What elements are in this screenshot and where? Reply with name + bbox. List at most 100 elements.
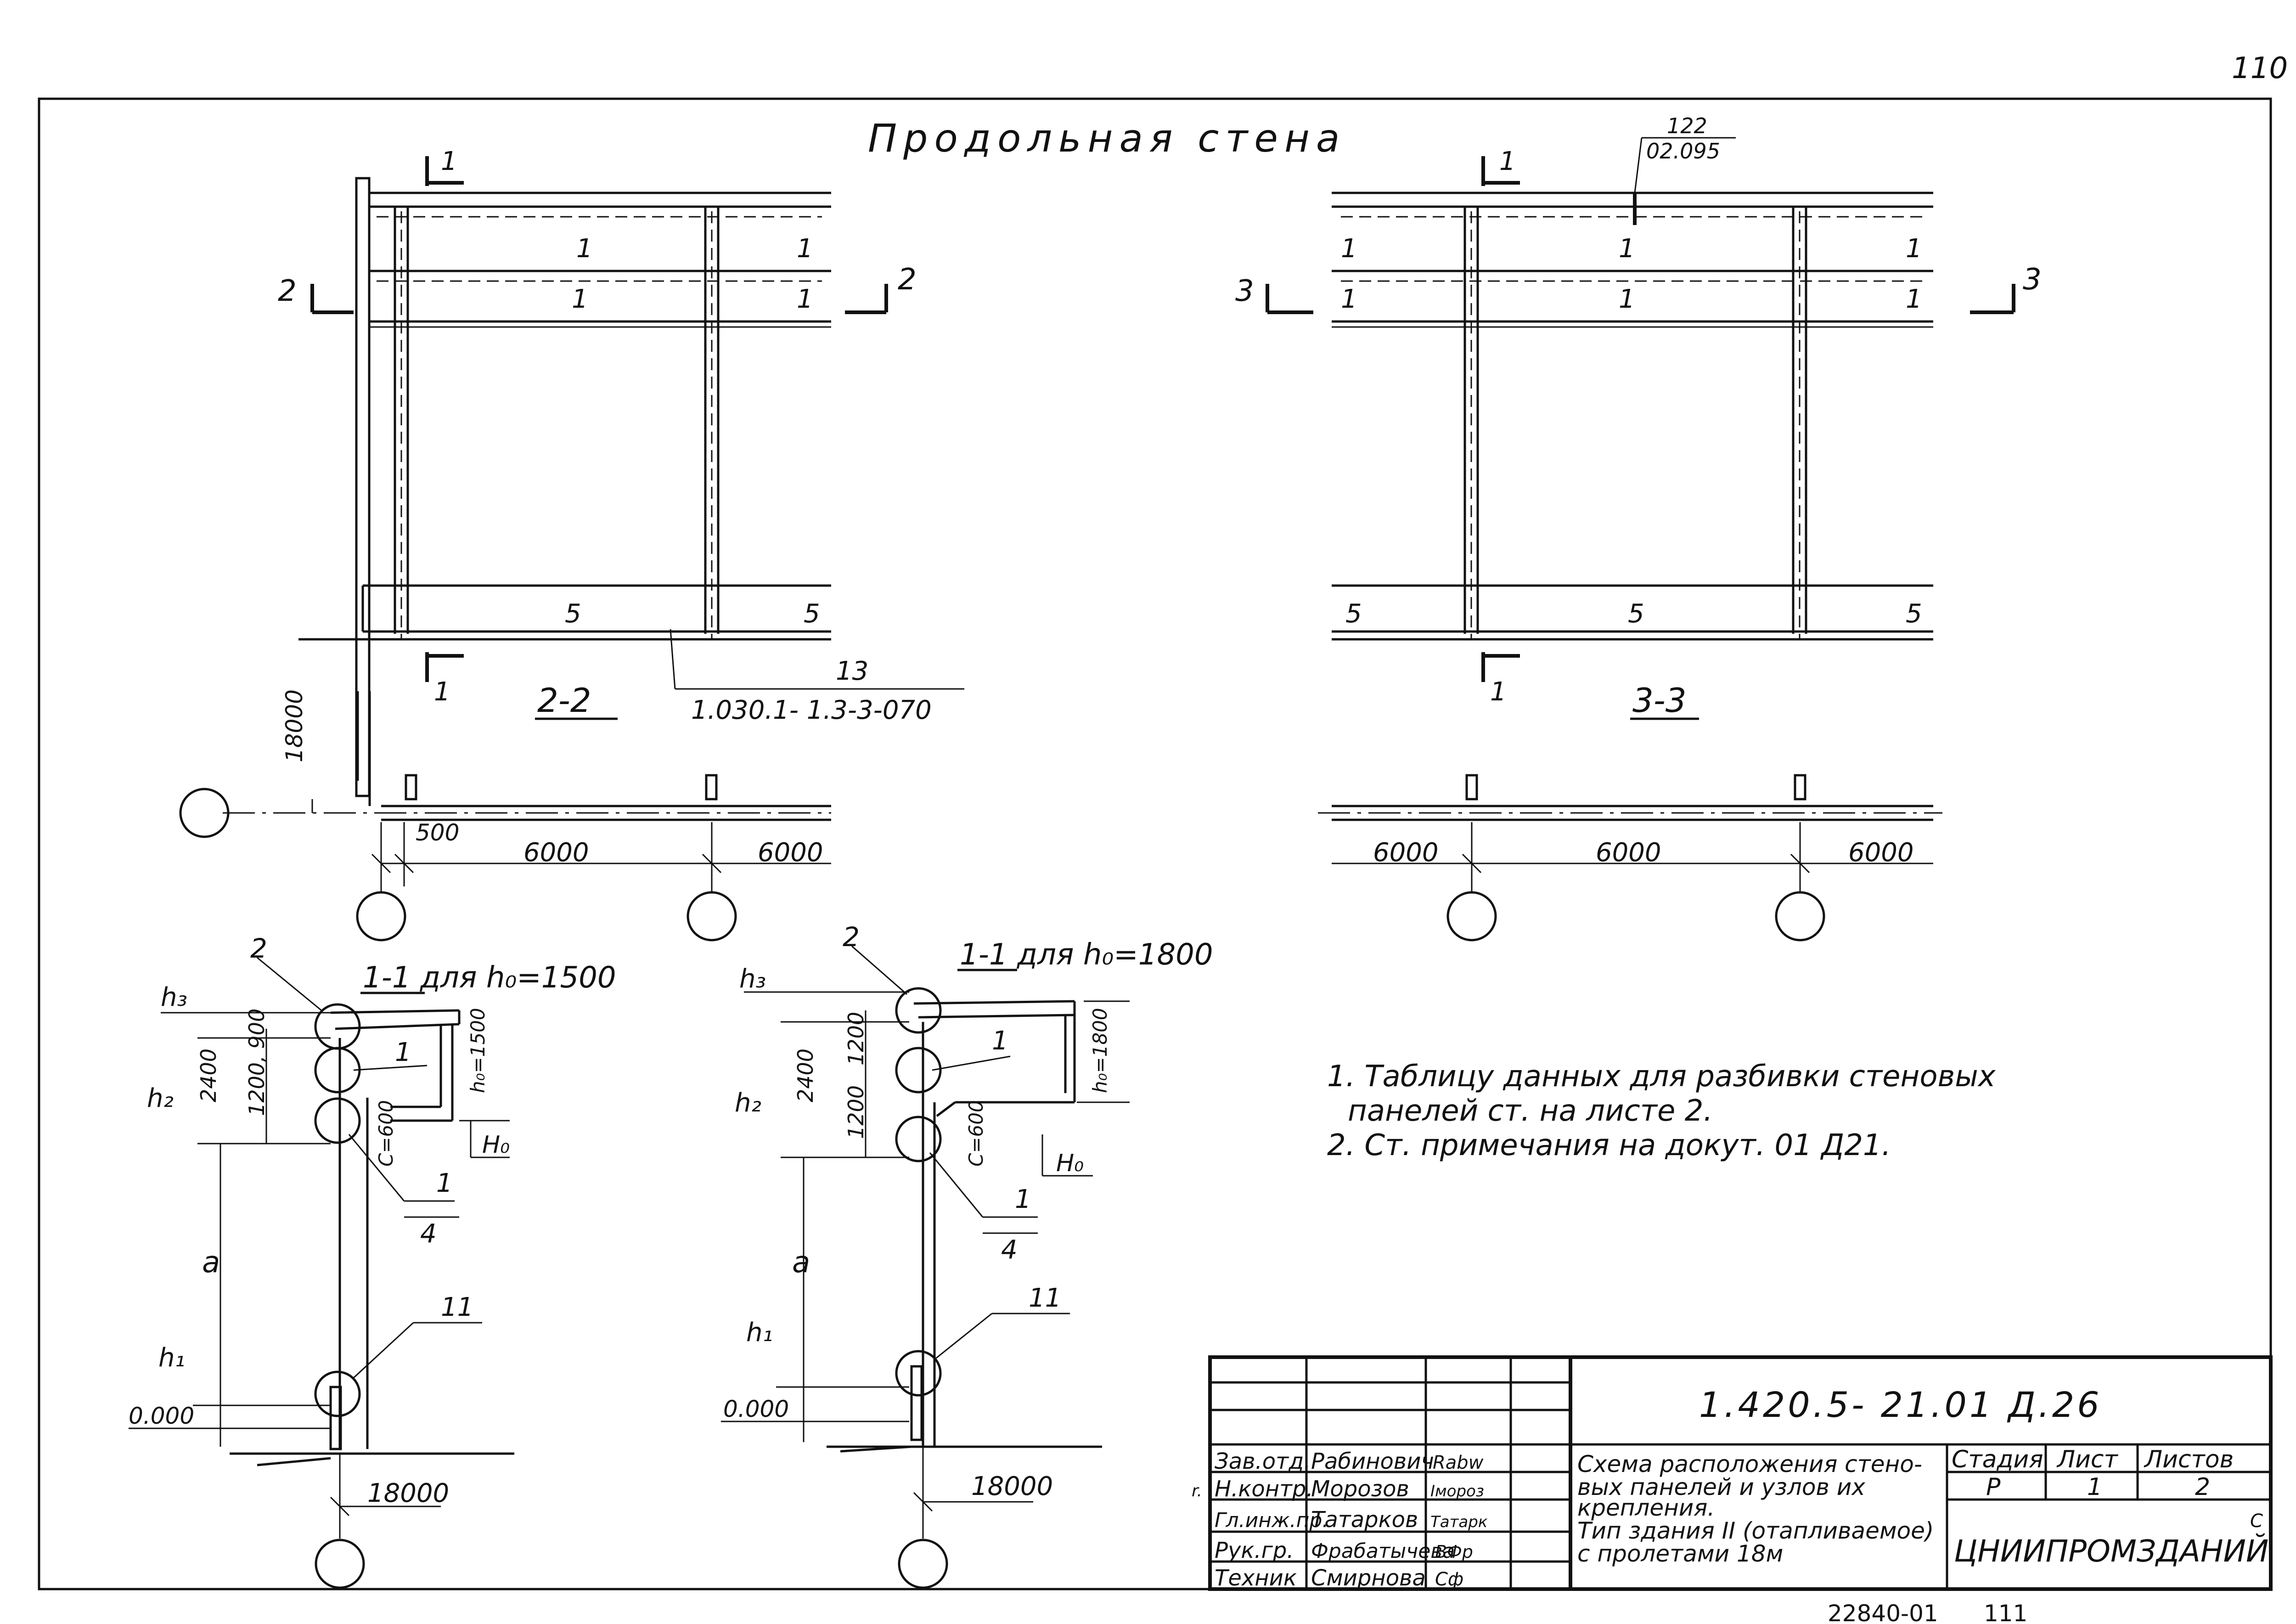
view-title: Продольная стена (868, 116, 1346, 161)
panel-mark: 1 (1619, 284, 1635, 314)
dim-span: 18000 (367, 1478, 449, 1508)
signatory-name: Татарков (1311, 1507, 1418, 1533)
dim-a: a (792, 1246, 810, 1280)
grid-axis-bubble (1446, 891, 1497, 942)
level-h1: h₁ (746, 1318, 773, 1348)
signatory-name: Смирнова (1311, 1565, 1426, 1591)
organization: ЦНИИПРОМЗДАНИЙ (1954, 1533, 2268, 1569)
cut-mark: 1 (441, 147, 457, 176)
signatory-role: Зав.отд. (1215, 1449, 1311, 1474)
dim-1200: 1200 (844, 1085, 868, 1139)
dim-2400: 2400 (793, 1049, 818, 1102)
dim-a: a (202, 1246, 220, 1280)
notes-block: 1. Таблицу данных для разбивки стеновых … (1327, 1060, 1996, 1162)
node-number: 1 (992, 1026, 1008, 1056)
grid-axis-bubble (179, 788, 230, 838)
level-h3: h₃ (161, 982, 187, 1012)
signatory-role: Н.контр. (1215, 1476, 1313, 1502)
node-number: 1 (436, 1168, 453, 1198)
signature: Iмороз (1430, 1482, 1484, 1500)
cut-mark: 2 (278, 274, 297, 308)
note-line: 1. Таблицу данных для разбивки стеновых (1327, 1060, 1996, 1094)
signatory-role: Техник (1215, 1565, 1297, 1591)
panel-mark: 1 (572, 284, 588, 314)
description-line: Тип здания II (отапливаемое) (1577, 1517, 1934, 1544)
level-h3: h₃ (739, 964, 766, 994)
panel-mark: 1 (1619, 234, 1635, 264)
edge-mark: r. (1192, 1482, 1202, 1500)
archive-number: 22840-01 (1828, 1600, 1938, 1624)
dim-1200: 1200 (844, 1012, 868, 1066)
description-line: Схема расположения стено- (1577, 1451, 1922, 1477)
dim-span: 6000 (758, 838, 823, 868)
node-circle (895, 1350, 942, 1397)
stage-value: Р (1986, 1473, 2001, 1501)
node-number: 1 (395, 1038, 411, 1067)
dim-span: 6000 (1373, 838, 1439, 868)
dim-H0: H₀ (1056, 1150, 1084, 1177)
grid-axis-bubble (1775, 891, 1825, 942)
signatory-name: Фрабатычева (1311, 1539, 1455, 1563)
dim-span: 6000 (1596, 838, 1661, 868)
panel-mark: 5 (1628, 599, 1644, 629)
dim-h0: h₀=1800 (1089, 1008, 1111, 1093)
sheet-header: Лист (2056, 1446, 2118, 1473)
dim-2400: 2400 (196, 1049, 221, 1102)
node-number: 4 (1001, 1235, 1018, 1265)
title-block: 1.420.5- 21.01 Д.26 Схема расположения с… (1192, 1355, 2273, 1591)
doc-code: 1.420.5- 21.01 Д.26 (1699, 1384, 2102, 1425)
signatory-role: Рук.гр. (1215, 1538, 1294, 1563)
dim-H0: H₀ (482, 1131, 510, 1159)
callout-bottom: 02.095 (1646, 139, 1720, 164)
node-circle (895, 987, 942, 1034)
dim-span: 18000 (971, 1472, 1053, 1501)
dim-span: 6000 (1848, 838, 1914, 868)
panel-mark: 5 (1345, 599, 1362, 629)
node-circle (895, 1116, 942, 1162)
level-zero: 0.000 (129, 1403, 194, 1429)
panel-mark: 5 (565, 599, 581, 629)
description-line: вых панелей и узлов их (1577, 1474, 1865, 1500)
cut-mark: 1 (1490, 677, 1507, 707)
signatory-role: Гл.инж.пр. (1215, 1509, 1328, 1532)
signature: ВФр (1435, 1542, 1473, 1562)
signature: Сф (1435, 1569, 1463, 1590)
note-line: 2. Ст. примечания на докут. 01 Д21. (1327, 1128, 1891, 1162)
left-elevation-view: Продольная стена 1 1 1 1 5 5 1 (179, 116, 1346, 942)
cut-mark: 3 (2023, 263, 2042, 297)
node-number: 4 (420, 1219, 437, 1249)
node-circle (314, 1003, 361, 1050)
dim-1200-900: 1200, 900 (244, 1009, 269, 1116)
level-h2: h₂ (147, 1083, 174, 1113)
level-h1: h₁ (158, 1343, 185, 1373)
section-label: 2-2 (537, 681, 591, 720)
page-number: 110 (2232, 51, 2288, 85)
signature: Татарк (1430, 1513, 1488, 1531)
node-circle (314, 1370, 361, 1417)
node-circle (314, 1047, 361, 1094)
cut-mark: 1 (1499, 147, 1516, 176)
right-elevation-view: 1 1 1 1 1 1 5 5 5 122 02.095 1 1 3 3 3-3 (1235, 113, 2042, 942)
section-label: 3-3 (1632, 681, 1687, 720)
node-number: 2 (843, 921, 860, 953)
panel-mark: 1 (576, 234, 593, 264)
section-1-1-h1800: 1-1 для h₀=1800 2 1 1 4 11 (721, 921, 1213, 1589)
cut-mark: 1 (434, 677, 450, 707)
node-circle (895, 1047, 942, 1094)
description-line: с пролетами 18м (1577, 1540, 1783, 1567)
node-number: 1 (1015, 1184, 1031, 1214)
panel-mark: 5 (1906, 599, 1922, 629)
panel-mark: 1 (1341, 234, 1357, 264)
node-number: 2 (250, 933, 267, 964)
signatory-name: Рабинович (1311, 1449, 1434, 1474)
grid-axis-bubble (315, 1539, 365, 1589)
sheet-frame (38, 97, 2272, 1590)
note-line: панелей ст. на листе 2. (1348, 1094, 1713, 1128)
section-1-1-h1500: 1-1 для h₀=1500 2 1 1 4 11 (129, 933, 616, 1589)
description-line: крепления. (1577, 1494, 1715, 1521)
level-h2: h₂ (735, 1088, 761, 1118)
dim-span: 6000 (523, 838, 589, 868)
dim-h0: h₀=1500 (467, 1008, 489, 1093)
node-circle (314, 1097, 361, 1144)
